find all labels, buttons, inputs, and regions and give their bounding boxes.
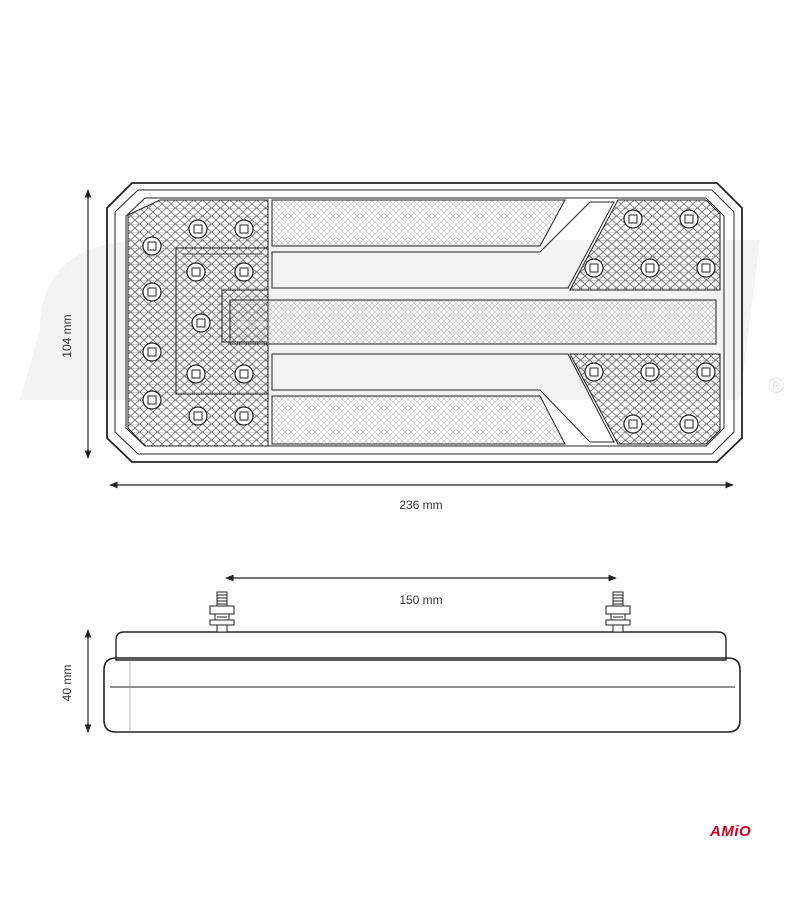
dimension-lines-side [84,574,617,733]
dimension-lines-front [84,189,734,489]
width-dimension-label: 236 mm [399,498,442,512]
tail-lamp-front-icon [106,182,743,463]
brand-logo: AMiO [709,823,751,840]
height-dimension-label: 104 mm [60,314,74,357]
registered-mark: ® [768,373,784,398]
tail-lamp-side-icon [103,631,741,733]
threaded-bolt-icon [209,591,631,633]
led-array [142,209,716,434]
depth-dimension-label: 40 mm [60,665,74,702]
mount-spacing-label: 150 mm [399,593,442,607]
